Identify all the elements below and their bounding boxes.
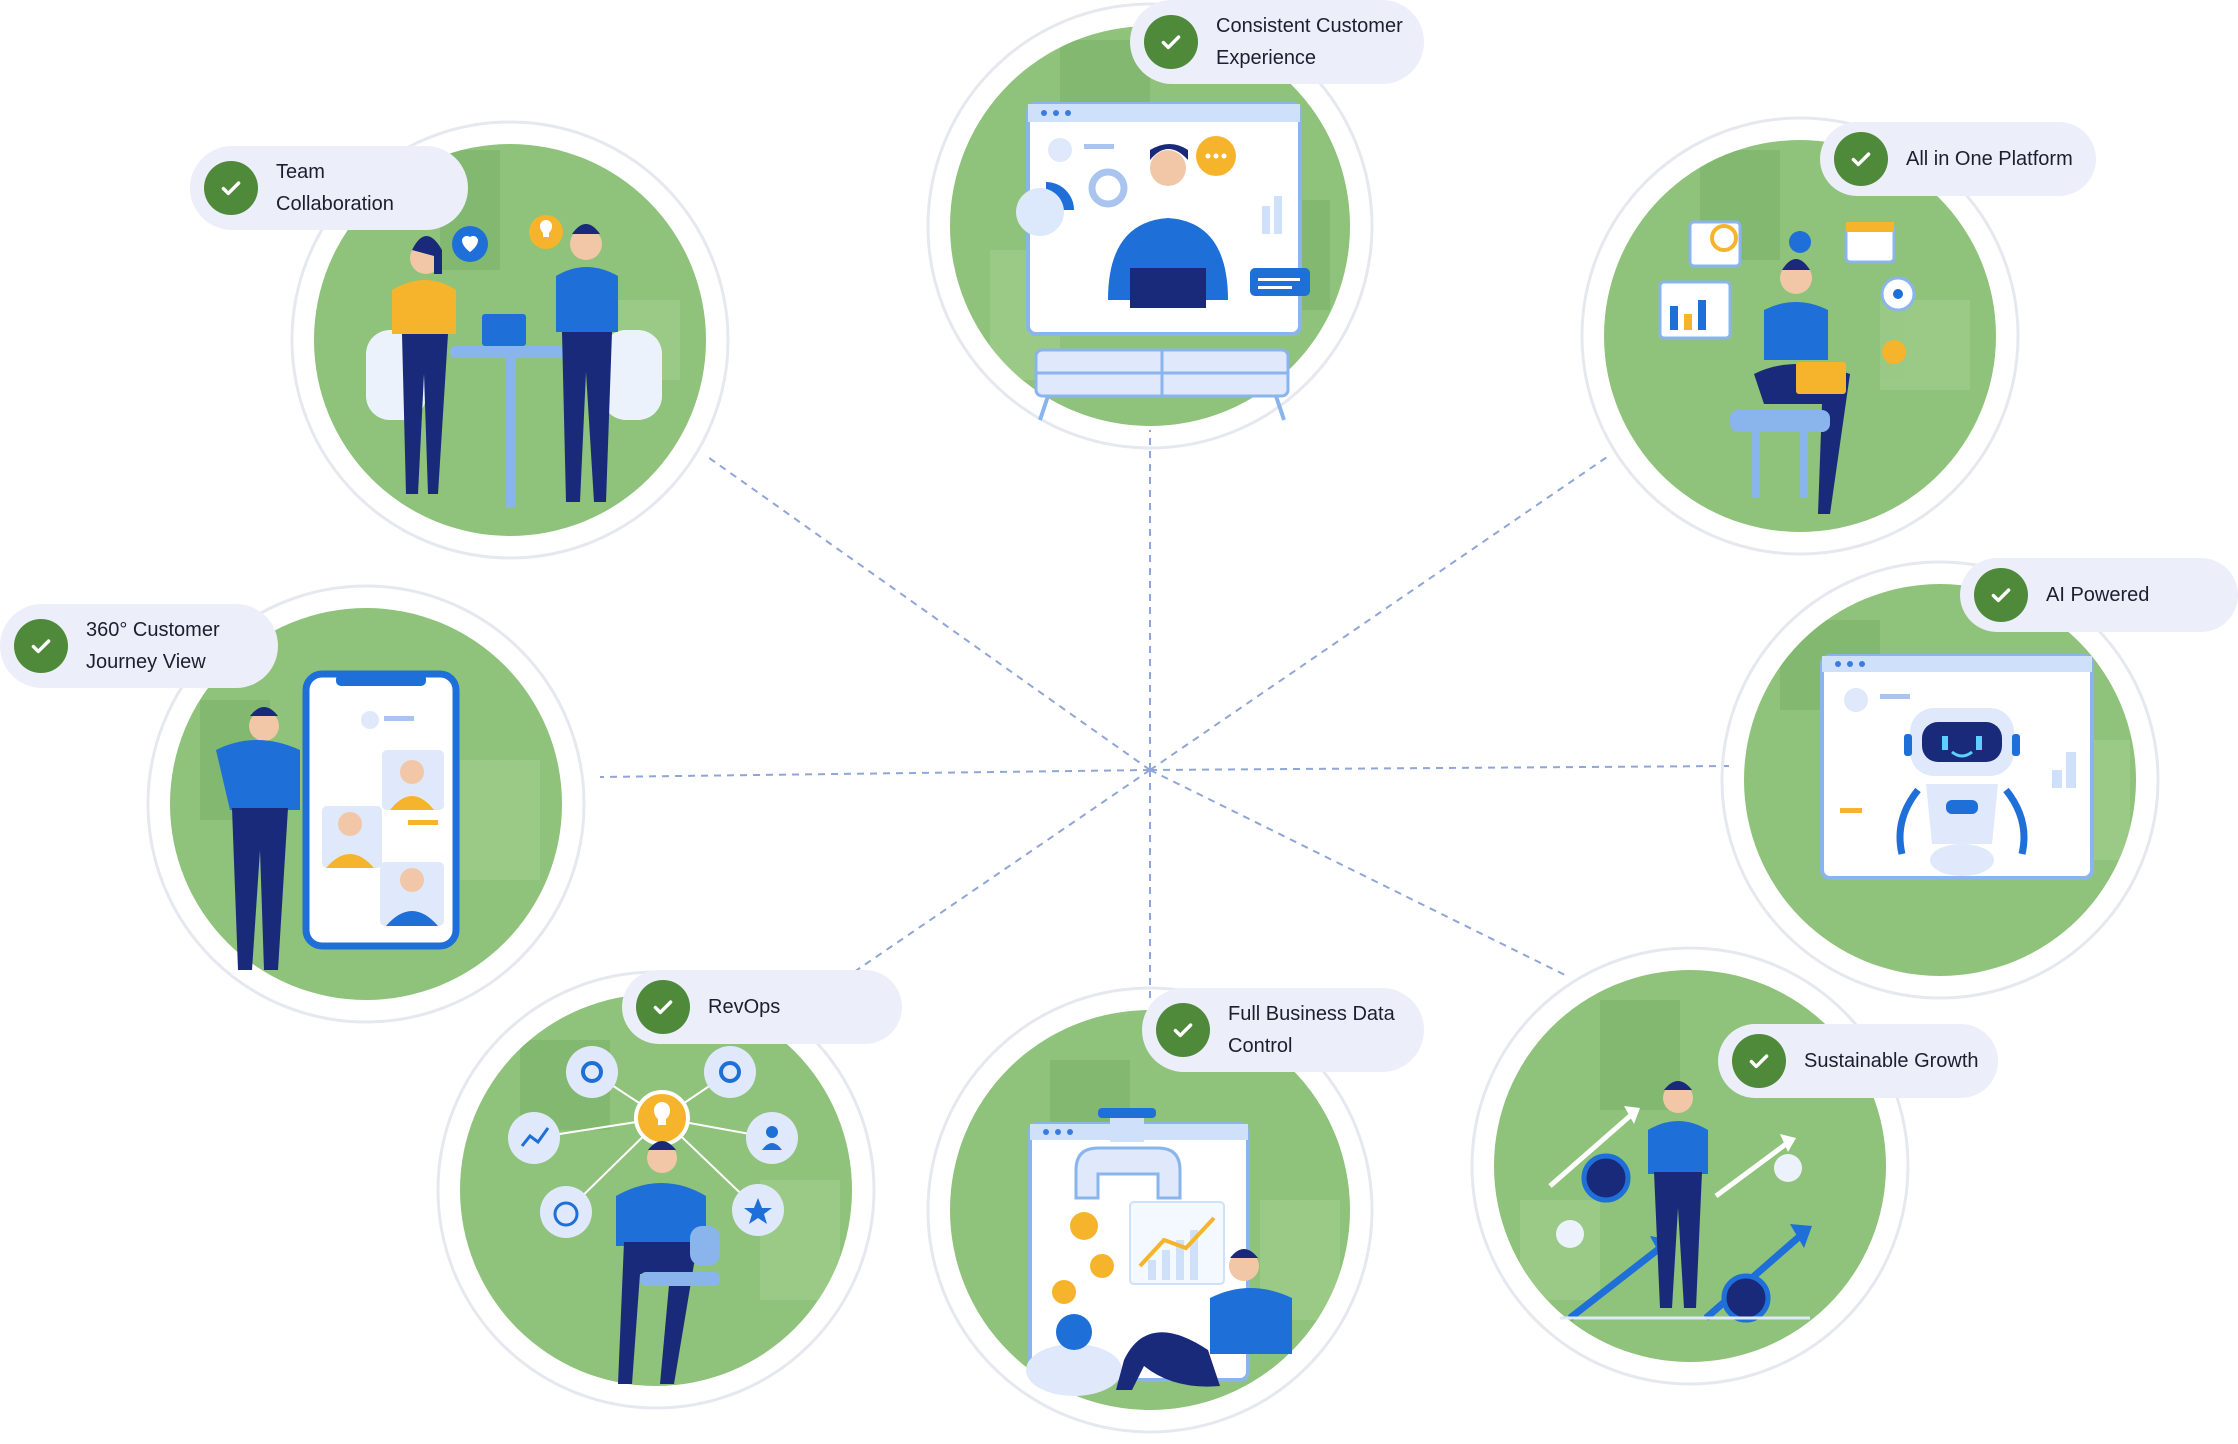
circle-sustainable-growth: [1470, 946, 1910, 1386]
circle-all-in-one-platform: [1580, 116, 2020, 556]
check-icon: [1834, 132, 1888, 186]
check-icon: [1974, 568, 2028, 622]
circle-revops: [436, 970, 876, 1410]
check-icon: [1732, 1034, 1786, 1088]
label-line: Consistent Customer: [1216, 15, 1403, 37]
check-icon: [1156, 1003, 1210, 1057]
check-icon: [636, 980, 690, 1034]
feature-label-all-in-one-platform: All in One Platform: [1820, 122, 2096, 196]
robot-illustration: [1820, 654, 2094, 880]
check-icon: [1144, 15, 1198, 69]
circle-360-customer-journey-view: [146, 584, 586, 1024]
feature-label-sustainable-growth: Sustainable Growth: [1718, 1024, 1998, 1098]
label-line: Journey View: [86, 651, 206, 673]
feature-label-ai-powered: AI Powered: [1960, 558, 2238, 632]
check-icon: [204, 161, 258, 215]
growth-illustration: [1548, 1081, 1812, 1323]
circle-full-business-data-control: [926, 986, 1374, 1434]
video-call-illustration: [1016, 102, 1310, 421]
circle-consistent-customer-experience: [926, 2, 1374, 450]
multitask-illustration: [1658, 220, 1916, 514]
circle-ai-powered: [1720, 560, 2160, 1000]
label-line: All in One Platform: [1906, 148, 2073, 170]
label-line: RevOps: [708, 996, 781, 1018]
label-line: Collaboration: [276, 193, 394, 215]
label-line: 360° Customer: [86, 619, 220, 641]
data-control-illustration: [1026, 1108, 1292, 1396]
label-line: Full Business Data: [1228, 1003, 1395, 1025]
phone-journey-illustration: [216, 670, 460, 970]
label-line: Sustainable Growth: [1804, 1050, 1979, 1072]
check-icon: [14, 619, 68, 673]
circle-team-collaboration: [290, 120, 730, 560]
feature-label-revops: RevOps: [622, 970, 902, 1044]
label-line: Team: [276, 161, 325, 183]
connector-lines: [599, 430, 1731, 1002]
label-line: Experience: [1216, 47, 1317, 69]
label-line: AI Powered: [2046, 584, 2150, 606]
team-illustration: [366, 215, 662, 508]
label-line: Control: [1228, 1035, 1293, 1057]
